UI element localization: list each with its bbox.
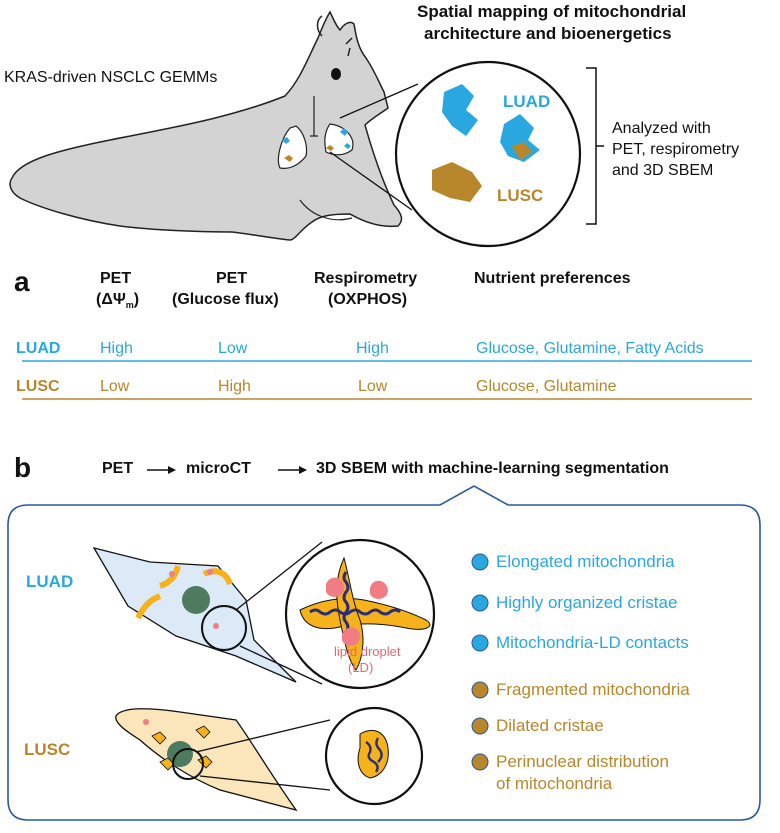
zoom-line [195, 719, 331, 753]
lusc-mito [195, 725, 211, 739]
luad-mito [135, 593, 162, 620]
cell-label-lusc: LUSC [24, 740, 71, 759]
lusc-lipid [143, 719, 149, 725]
figure-title-line1: Spatial mapping of mitochondrial [417, 2, 687, 21]
analysis-line2: PET, respirometry [612, 141, 740, 158]
cell-lusc-pet-dpsi: Low [100, 378, 130, 395]
mini-tumor-luad [282, 128, 351, 149]
feature-lusc-fragmented: Fragmented mitochondria [496, 680, 690, 699]
pipeline-step-sbem: 3D SBEM with machine-learning segmentati… [316, 460, 669, 477]
cell-luad-pet-dpsi: High [100, 340, 133, 357]
luad-lipid [169, 571, 175, 577]
panel-letter-a: a [14, 266, 30, 297]
dpsi-close: ) [133, 291, 140, 308]
dpsi-subscript: m [125, 300, 134, 311]
mouse-eye [331, 68, 341, 80]
column-header-respirometry-line1: Respirometry [314, 270, 418, 287]
cell-label-luad: LUAD [26, 572, 74, 591]
zoom-line [239, 645, 323, 685]
zoom-line [235, 541, 323, 611]
luad-cluster [442, 84, 478, 136]
lipid-droplet [370, 580, 388, 599]
feature-lusc-perinuclear-line2: of mitochondria [496, 774, 613, 793]
bullet-lusc [471, 753, 489, 771]
mouse-leg [299, 199, 353, 221]
dpsi-symbol: (ΔΨ [96, 291, 126, 308]
bullet-luad [471, 594, 489, 612]
feature-luad-cristae: Highly organized cristae [496, 593, 678, 612]
feature-luad-ld-contacts: Mitochondria-LD contacts [496, 633, 689, 652]
column-header-pet-dpsi-line1: PET [100, 270, 132, 287]
row-label-lusc: LUSC [16, 378, 60, 395]
bullet-luad [471, 553, 489, 571]
mouse-ear [316, 15, 323, 37]
row-label-luad: LUAD [16, 340, 61, 357]
luad-lipid [213, 623, 219, 629]
analysis-line1: Analyzed with [612, 120, 711, 137]
model-label: KRAS-driven NSCLC GEMMs [4, 69, 218, 86]
circle-label-luad: LUAD [503, 92, 551, 111]
mouse-silhouette [9, 10, 403, 241]
luad-cell [92, 546, 297, 683]
cell-lusc-nutrients: Glucose, Glutamine [476, 378, 617, 395]
zoom-line [339, 83, 419, 119]
cristae [342, 571, 350, 634]
column-header-pet-glucose-line1: PET [216, 270, 248, 287]
lusc-mito [151, 731, 167, 745]
luad-nucleus [182, 586, 210, 614]
panel-letter-b: b [14, 452, 32, 483]
cell-luad-pet-glucose: Low [218, 340, 248, 357]
bracket [586, 67, 604, 225]
lusc-zoom-small [172, 748, 204, 780]
figure-title-line2: architecture and bioenergetics [424, 24, 672, 43]
pipeline-step-microct: microCT [186, 460, 251, 477]
bullet-luad [471, 634, 489, 652]
zoom-line [329, 151, 413, 211]
callout-frame [7, 485, 761, 821]
lipid-droplet [342, 627, 361, 646]
circle-label-lusc: LUSC [497, 186, 544, 205]
column-header-respirometry-line2: (OXPHOS) [328, 291, 408, 308]
bullet-lusc [471, 717, 489, 735]
cell-lusc-respirometry: Low [358, 378, 388, 395]
luad-zoom-small [201, 605, 247, 651]
mini-tumor-lusc [284, 145, 334, 162]
cell-lusc-pet-glucose: High [218, 378, 251, 395]
feature-luad-elongated: Elongated mitochondria [496, 552, 675, 571]
pipeline-step-pet: PET [102, 460, 134, 477]
column-header-nutrients: Nutrient preferences [474, 270, 631, 287]
zoom-line [199, 775, 331, 791]
luad-mito [202, 568, 233, 586]
pipeline-arrowhead [299, 466, 307, 474]
analysis-line3: and 3D SBEM [612, 162, 714, 179]
trachea [310, 96, 318, 137]
luad-cluster-mixed [512, 142, 532, 160]
luad-mito [158, 565, 181, 589]
cell-luad-respirometry: High [356, 340, 389, 357]
lipid-droplet [326, 577, 344, 597]
feature-lusc-perinuclear-line1: Perinuclear distribution [496, 752, 669, 771]
bullet-lusc [471, 681, 489, 699]
tumor-zoom-circle [394, 60, 582, 248]
cristae [309, 608, 402, 616]
mouse-mouth [345, 37, 353, 57]
cell-luad-nutrients: Glucose, Glutamine, Fatty Acids [476, 340, 704, 357]
cristae [365, 737, 383, 773]
lipid-droplet-label-line2: (LD) [348, 660, 374, 675]
column-header-pet-dpsi-line2: (ΔΨm) [96, 291, 139, 310]
luad-lipid [207, 569, 213, 575]
column-header-pet-glucose-line2: (Glucose flux) [172, 291, 279, 308]
feature-lusc-dilated: Dilated cristae [496, 716, 604, 735]
lipid-droplet-label-line1: lipid droplet [334, 644, 401, 659]
lusc-mito-detail [357, 730, 389, 779]
lusc-cluster [432, 162, 482, 202]
pipeline-arrowhead [168, 466, 176, 474]
